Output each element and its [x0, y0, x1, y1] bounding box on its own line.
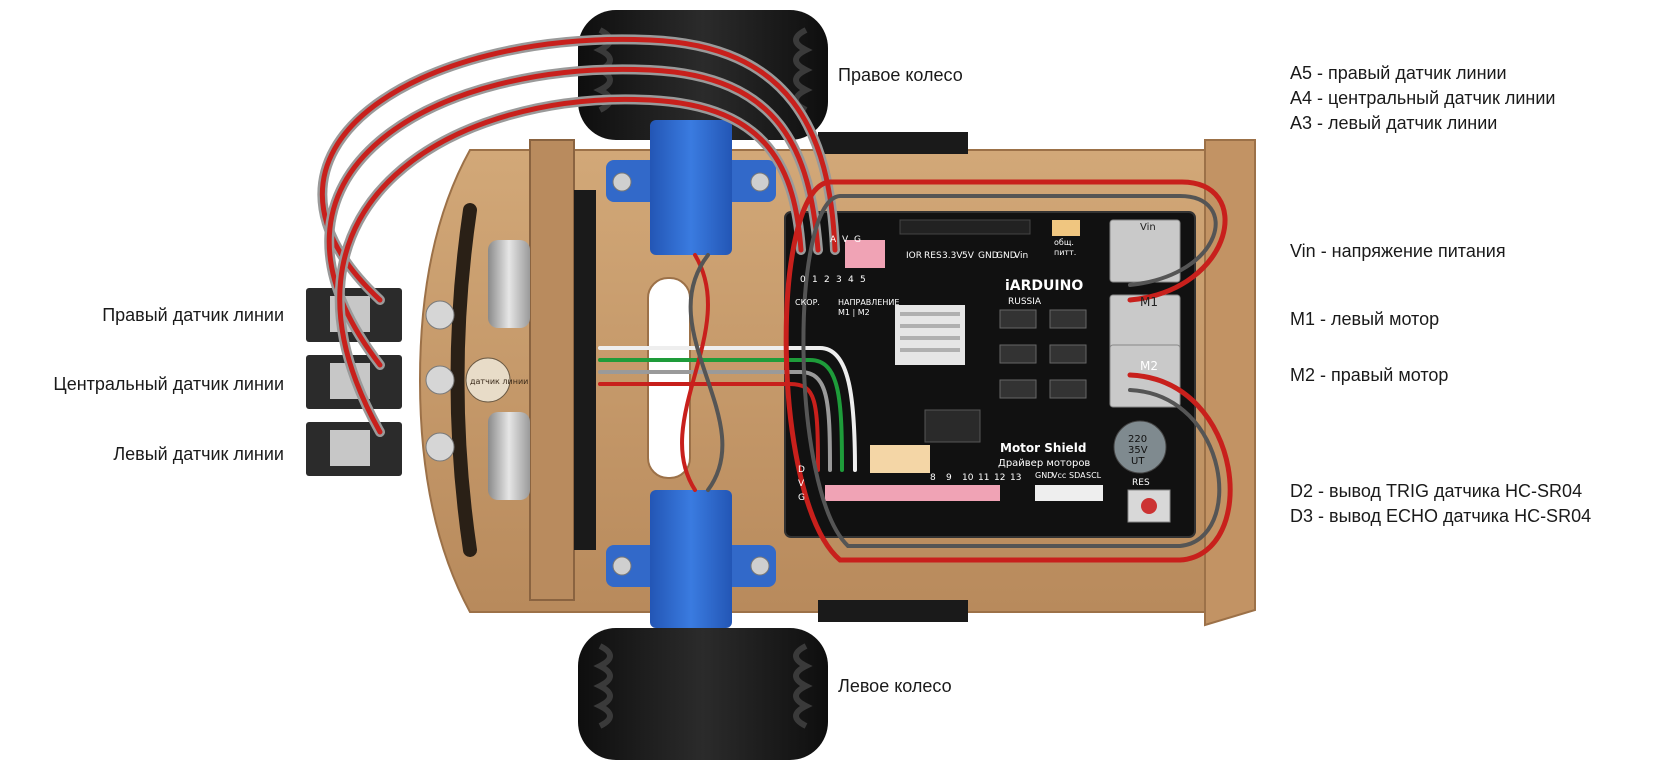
right-motor — [606, 120, 776, 255]
pin-label-d12: 12 — [994, 473, 1005, 483]
pin-label-a4: 4 — [848, 275, 854, 285]
label-a5: A5 - правый датчик линии — [1290, 63, 1507, 83]
jumper-sub-silk-text: питт. — [1054, 248, 1076, 257]
label-left-line-sensor: Левый датчик линии — [113, 444, 284, 464]
brand-text: iARDUINO — [1005, 278, 1083, 294]
sensor-plate-text: датчик линии — [470, 377, 528, 386]
brand-sub-text: RUSSIA — [1008, 297, 1042, 307]
power-pin-labels: IOR RES 3.3V 5V GND GND Vin — [906, 251, 1028, 261]
dvg-label-d: D — [798, 465, 805, 475]
avg-label-a: A — [830, 235, 837, 245]
pin-label-vin: Vin — [1014, 251, 1028, 261]
sensor-plate — [465, 357, 511, 403]
sensor-wires — [317, 34, 840, 437]
left-wheel — [578, 628, 828, 760]
speed-silk-text: СКОР. — [795, 298, 820, 307]
analog-pin-labels: 0 1 2 3 4 5 — [800, 275, 866, 285]
motor-shield-board — [784, 211, 1196, 538]
pin-label-i2c-sda: SDA — [1069, 471, 1086, 480]
dvg-labels: D V G — [798, 465, 805, 503]
pin-label-d8: 8 — [930, 473, 936, 483]
m1-silk-text: M1 — [1140, 295, 1158, 309]
reset-silk-text: RES — [1132, 478, 1150, 488]
front-panel — [529, 139, 596, 601]
avg-labels: A V G — [830, 235, 861, 245]
label-d2: D2 - вывод TRIG датчика HC-SR04 — [1290, 481, 1583, 501]
jumper-silk-text: общ. — [1054, 238, 1074, 247]
digital-pin-labels: 8 9 10 11 12 13 — [930, 473, 1021, 483]
label-d3: D3 - вывод ECHO датчика HC-SR04 — [1290, 506, 1592, 526]
label-center-line-sensor: Центральный датчик линии — [53, 374, 284, 394]
label-a3: A3 - левый датчик линии — [1290, 113, 1498, 133]
label-m1: M1 - левый мотор — [1290, 309, 1440, 329]
pin-label-gnd-2: GND — [996, 251, 1017, 261]
label-vin: Vin - напряжение питания — [1290, 241, 1506, 261]
cap-voltage-text: 35V — [1128, 445, 1148, 456]
left-motor — [606, 490, 776, 628]
m1m2-silk-text: M1 | M2 — [838, 308, 870, 317]
pin-label-a2: 2 — [824, 275, 830, 285]
shield-subtitle-text: Драйвер моторов — [998, 458, 1090, 469]
pin-label-gnd-1: GND — [978, 251, 999, 261]
pin-label-a3: 3 — [836, 275, 842, 285]
cap-value-text: 220 — [1128, 434, 1147, 445]
direction-silk-text: НАПРАВЛЕНИЕ — [838, 298, 899, 307]
label-m2: M2 - правый мотор — [1290, 365, 1449, 385]
dvg-label-g: G — [798, 493, 805, 503]
motor-wires — [680, 179, 1233, 563]
ultrasonic-sensor-hc-sr04 — [488, 240, 530, 500]
pin-label-res: RES — [924, 251, 942, 261]
i2c-pin-labels: GND Vcc SDA SCL — [1035, 471, 1102, 480]
avg-label-v: V — [842, 235, 849, 245]
dvg-label-v: V — [798, 479, 805, 489]
pin-label-d13: 13 — [1010, 473, 1021, 483]
cap-series-text: UT — [1131, 456, 1145, 467]
pin-label-d9: 9 — [946, 473, 952, 483]
m2-silk-text: M2 — [1140, 359, 1158, 373]
pin-label-5v: 5V — [962, 251, 975, 261]
pin-label-a0: 0 — [800, 275, 806, 285]
pin-label-3v3: 3.3V — [942, 251, 963, 261]
avg-label-g: G — [854, 235, 861, 245]
pin-label-d10: 10 — [962, 473, 974, 483]
pin-label-d11: 11 — [978, 473, 989, 483]
label-left-wheel: Левое колесо — [838, 676, 952, 696]
label-right-line-sensor: Правый датчик линии — [102, 305, 284, 325]
pin-label-a5: 5 — [860, 275, 866, 285]
pin-label-i2c-gnd: GND — [1035, 471, 1053, 480]
vin-silk-text: Vin — [1140, 222, 1156, 233]
label-a4: A4 - центральный датчик линии — [1290, 88, 1556, 108]
board-silkscreen: iARDUINO RUSSIA Motor Shield Драйвер мот… — [470, 222, 1158, 488]
pin-label-a1: 1 — [812, 275, 818, 285]
pin-label-i2c-vcc: Vcc — [1052, 471, 1066, 480]
front-screws — [425, 300, 455, 462]
left-line-sensor — [306, 422, 402, 476]
pin-label-i2c-scl: SCL — [1086, 471, 1102, 480]
pin-label-ior: IOR — [906, 251, 922, 261]
label-right-wheel: Правое колесо — [838, 65, 963, 85]
shield-title-text: Motor Shield — [1000, 441, 1086, 455]
